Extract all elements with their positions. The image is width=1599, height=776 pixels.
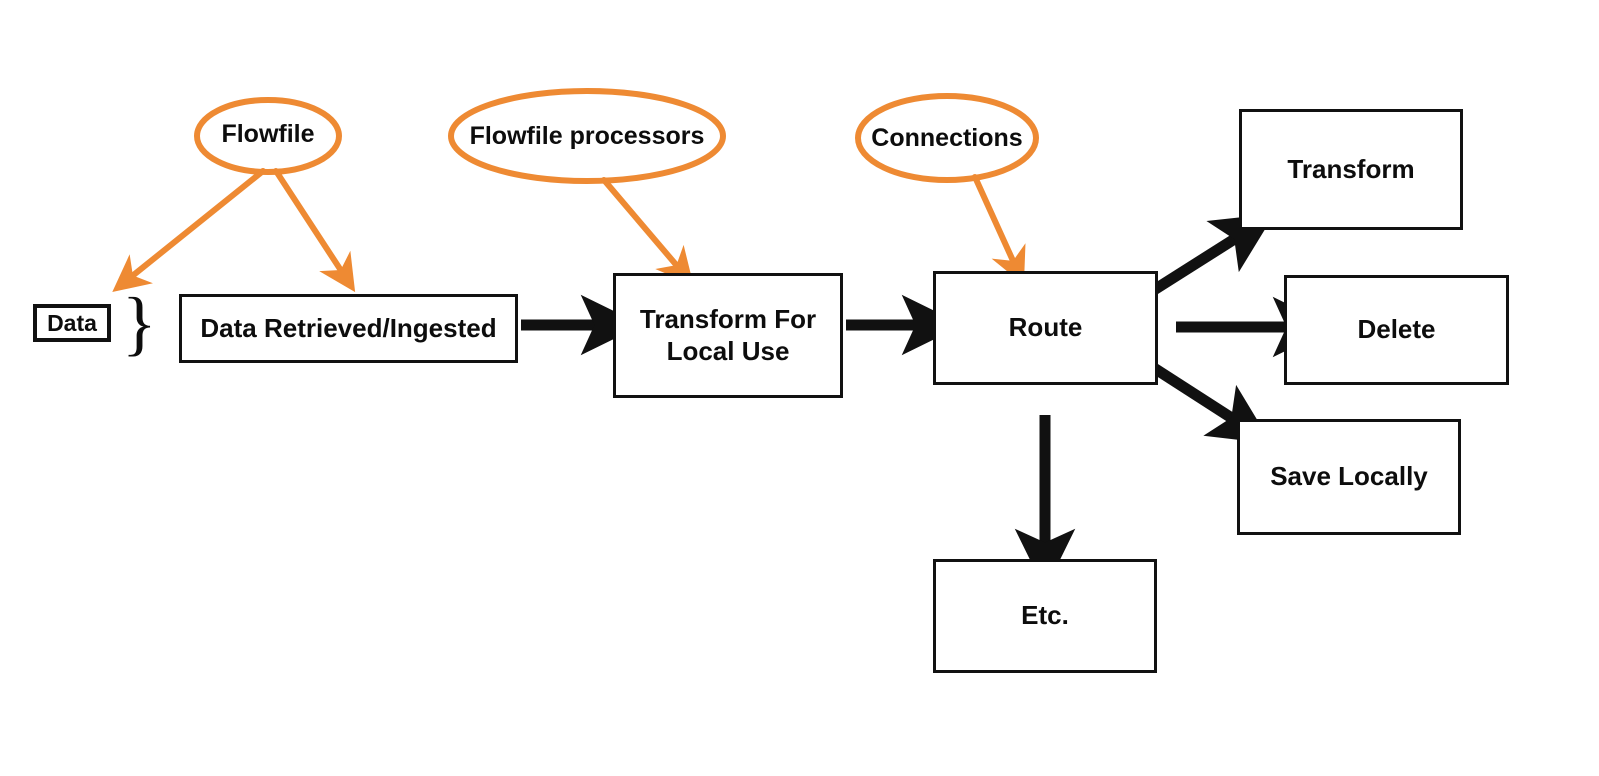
node-data-box[interactable]: Data bbox=[33, 304, 111, 342]
node-route[interactable]: Route bbox=[933, 271, 1158, 385]
node-label-transform-for-local-use: Transform For Local Use bbox=[639, 303, 817, 366]
callout-ellipse-flowfile-processors bbox=[448, 88, 726, 184]
callout-ellipse-connections bbox=[855, 93, 1039, 183]
node-label-etc: Etc. bbox=[1021, 600, 1069, 631]
node-etc[interactable]: Etc. bbox=[933, 559, 1157, 673]
node-transform-for-local-use[interactable]: Transform For Local Use bbox=[613, 273, 843, 398]
callout-label-flowfile: Flowfile bbox=[221, 120, 315, 148]
node-save-locally[interactable]: Save Locally bbox=[1237, 419, 1461, 535]
flow-arrow-route-to-save-locally bbox=[1151, 363, 1272, 444]
callout-arrow-processors-to-transform-local bbox=[601, 177, 694, 286]
brace-glyph: } bbox=[122, 283, 157, 363]
node-label-data-retrieved-ingested: Data Retrieved/Ingested bbox=[200, 312, 497, 343]
callout-label-flowfile-processors: Flowfile processors bbox=[469, 122, 705, 150]
node-label-route: Route bbox=[1008, 312, 1083, 343]
node-delete[interactable]: Delete bbox=[1284, 275, 1509, 385]
flow-arrow-route-to-transform bbox=[1151, 213, 1275, 295]
node-label-save-locally: Save Locally bbox=[1270, 461, 1428, 492]
callout-label-connections: Connections bbox=[871, 124, 1023, 152]
node-label-delete: Delete bbox=[1357, 314, 1436, 345]
callout-ellipse-flowfile bbox=[194, 97, 342, 175]
callout-arrow-flowfile-to-ingested bbox=[273, 168, 356, 293]
node-label-transform: Transform bbox=[1287, 153, 1415, 184]
node-data-retrieved-ingested[interactable]: Data Retrieved/Ingested bbox=[179, 294, 518, 363]
callout-arrow-flowfile-to-data bbox=[112, 168, 266, 293]
node-transform[interactable]: Transform bbox=[1239, 109, 1463, 230]
callout-arrow-connections-to-route bbox=[972, 174, 1026, 285]
node-label-data: Data bbox=[47, 309, 97, 336]
